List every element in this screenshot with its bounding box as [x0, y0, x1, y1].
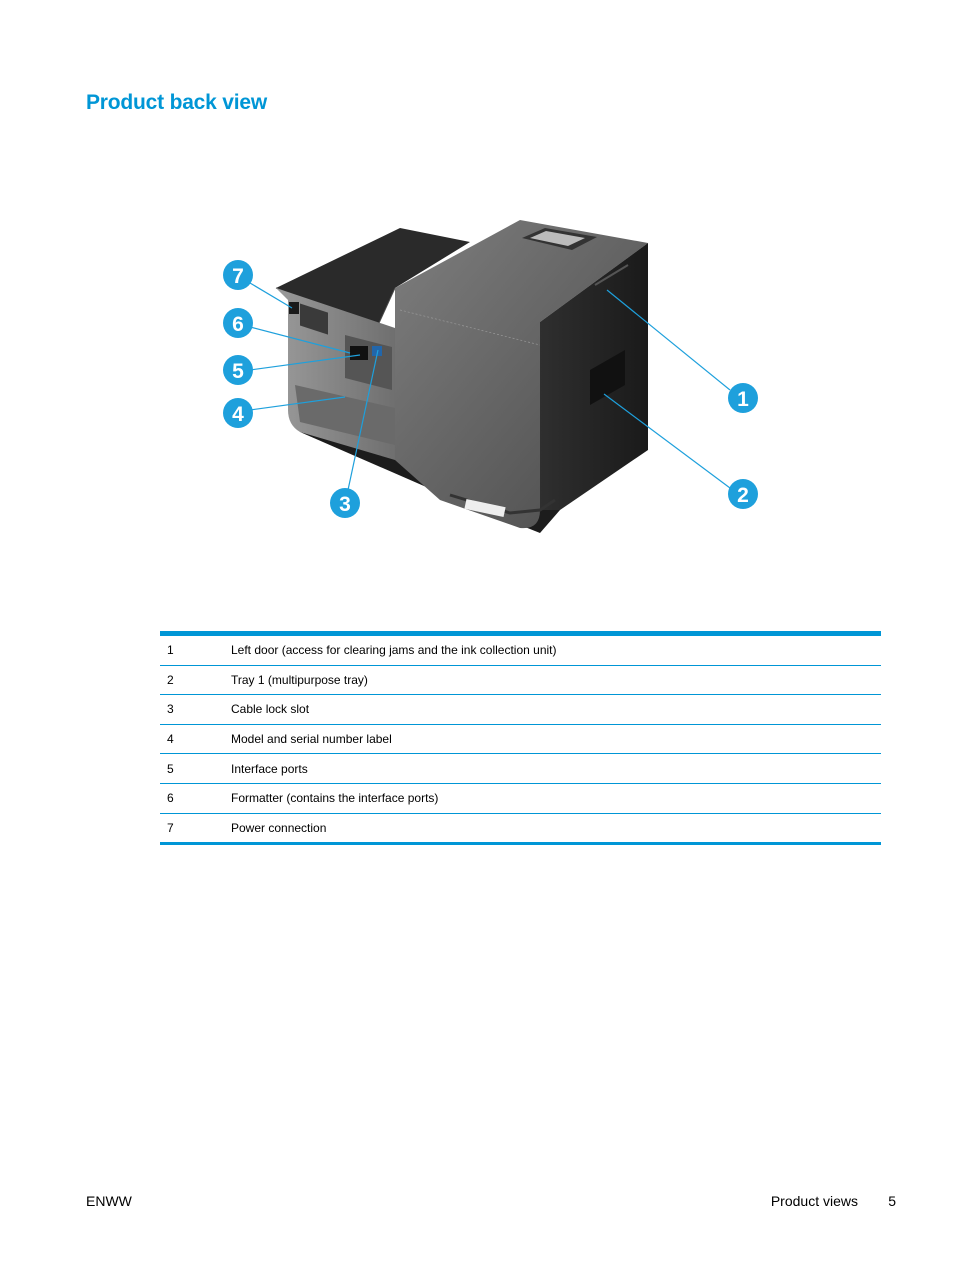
svg-text:5: 5	[232, 360, 244, 383]
svg-text:4: 4	[232, 403, 244, 426]
callout-4: 4	[223, 398, 253, 428]
footer-page-number: 5	[888, 1193, 896, 1209]
power-connector	[289, 302, 299, 314]
printer-main-body	[395, 220, 648, 529]
row-number: 4	[160, 724, 224, 755]
left-door-handle	[594, 264, 629, 286]
page-title: Product back view	[86, 91, 267, 114]
callout-2: 2	[728, 479, 758, 509]
callout-legend-table: 1 Left door (access for clearing jams an…	[160, 631, 881, 846]
row-description: Tray 1 (multipurpose tray)	[224, 665, 881, 696]
formatter-panel	[345, 335, 392, 390]
printer-left-side	[540, 243, 648, 510]
row-description: Cable lock slot	[224, 694, 881, 725]
row-number: 7	[167, 820, 174, 835]
row-number: 6	[160, 783, 224, 814]
row-description: Formatter (contains the interface ports)	[224, 783, 881, 814]
usb-port	[372, 346, 382, 356]
table-row: 6 Formatter (contains the interface port…	[160, 783, 881, 814]
table-row: 4 Model and serial number label	[160, 724, 881, 755]
table-row: 2 Tray 1 (multipurpose tray)	[160, 665, 881, 696]
svg-text:3: 3	[339, 493, 351, 516]
row-number: 1	[160, 633, 224, 666]
callout-7: 7	[223, 260, 253, 290]
svg-text:1: 1	[737, 388, 749, 411]
callout-5: 5	[223, 355, 253, 385]
table-row: 1 Left door (access for clearing jams an…	[160, 633, 881, 666]
row-description: Left door (access for clearing jams and …	[224, 633, 881, 666]
row-number: 5	[160, 753, 224, 784]
callout-3: 3	[330, 488, 360, 518]
svg-text:2: 2	[737, 484, 749, 507]
interface-port	[350, 346, 368, 360]
row-number: 2	[160, 665, 224, 696]
svg-text:6: 6	[232, 313, 244, 336]
callout-6: 6	[223, 308, 253, 338]
footer-section-name: Product views	[770, 1193, 858, 1209]
tray-1	[590, 350, 625, 405]
row-description: Interface ports	[224, 753, 881, 784]
vent-grille	[300, 303, 328, 335]
row-number: 3	[160, 694, 224, 725]
printer-illustration: 1 2 3 4 5 6 7	[223, 220, 758, 533]
printer-back-view-figure: 1 2 3 4 5 6 7	[0, 210, 954, 550]
callout-leaders	[249, 282, 731, 491]
row-description: Model and serial number label	[224, 724, 881, 755]
row-description: Power connection	[231, 820, 327, 835]
printer-back-panel	[276, 288, 395, 460]
table-row: 3 Cable lock slot	[160, 694, 881, 725]
table-row: 7 Power connection	[160, 813, 881, 844]
table-row: 5 Interface ports	[160, 753, 881, 784]
svg-text:7: 7	[232, 265, 244, 288]
footer-doc-code: ENWW	[86, 1193, 132, 1209]
callout-1: 1	[728, 383, 758, 413]
